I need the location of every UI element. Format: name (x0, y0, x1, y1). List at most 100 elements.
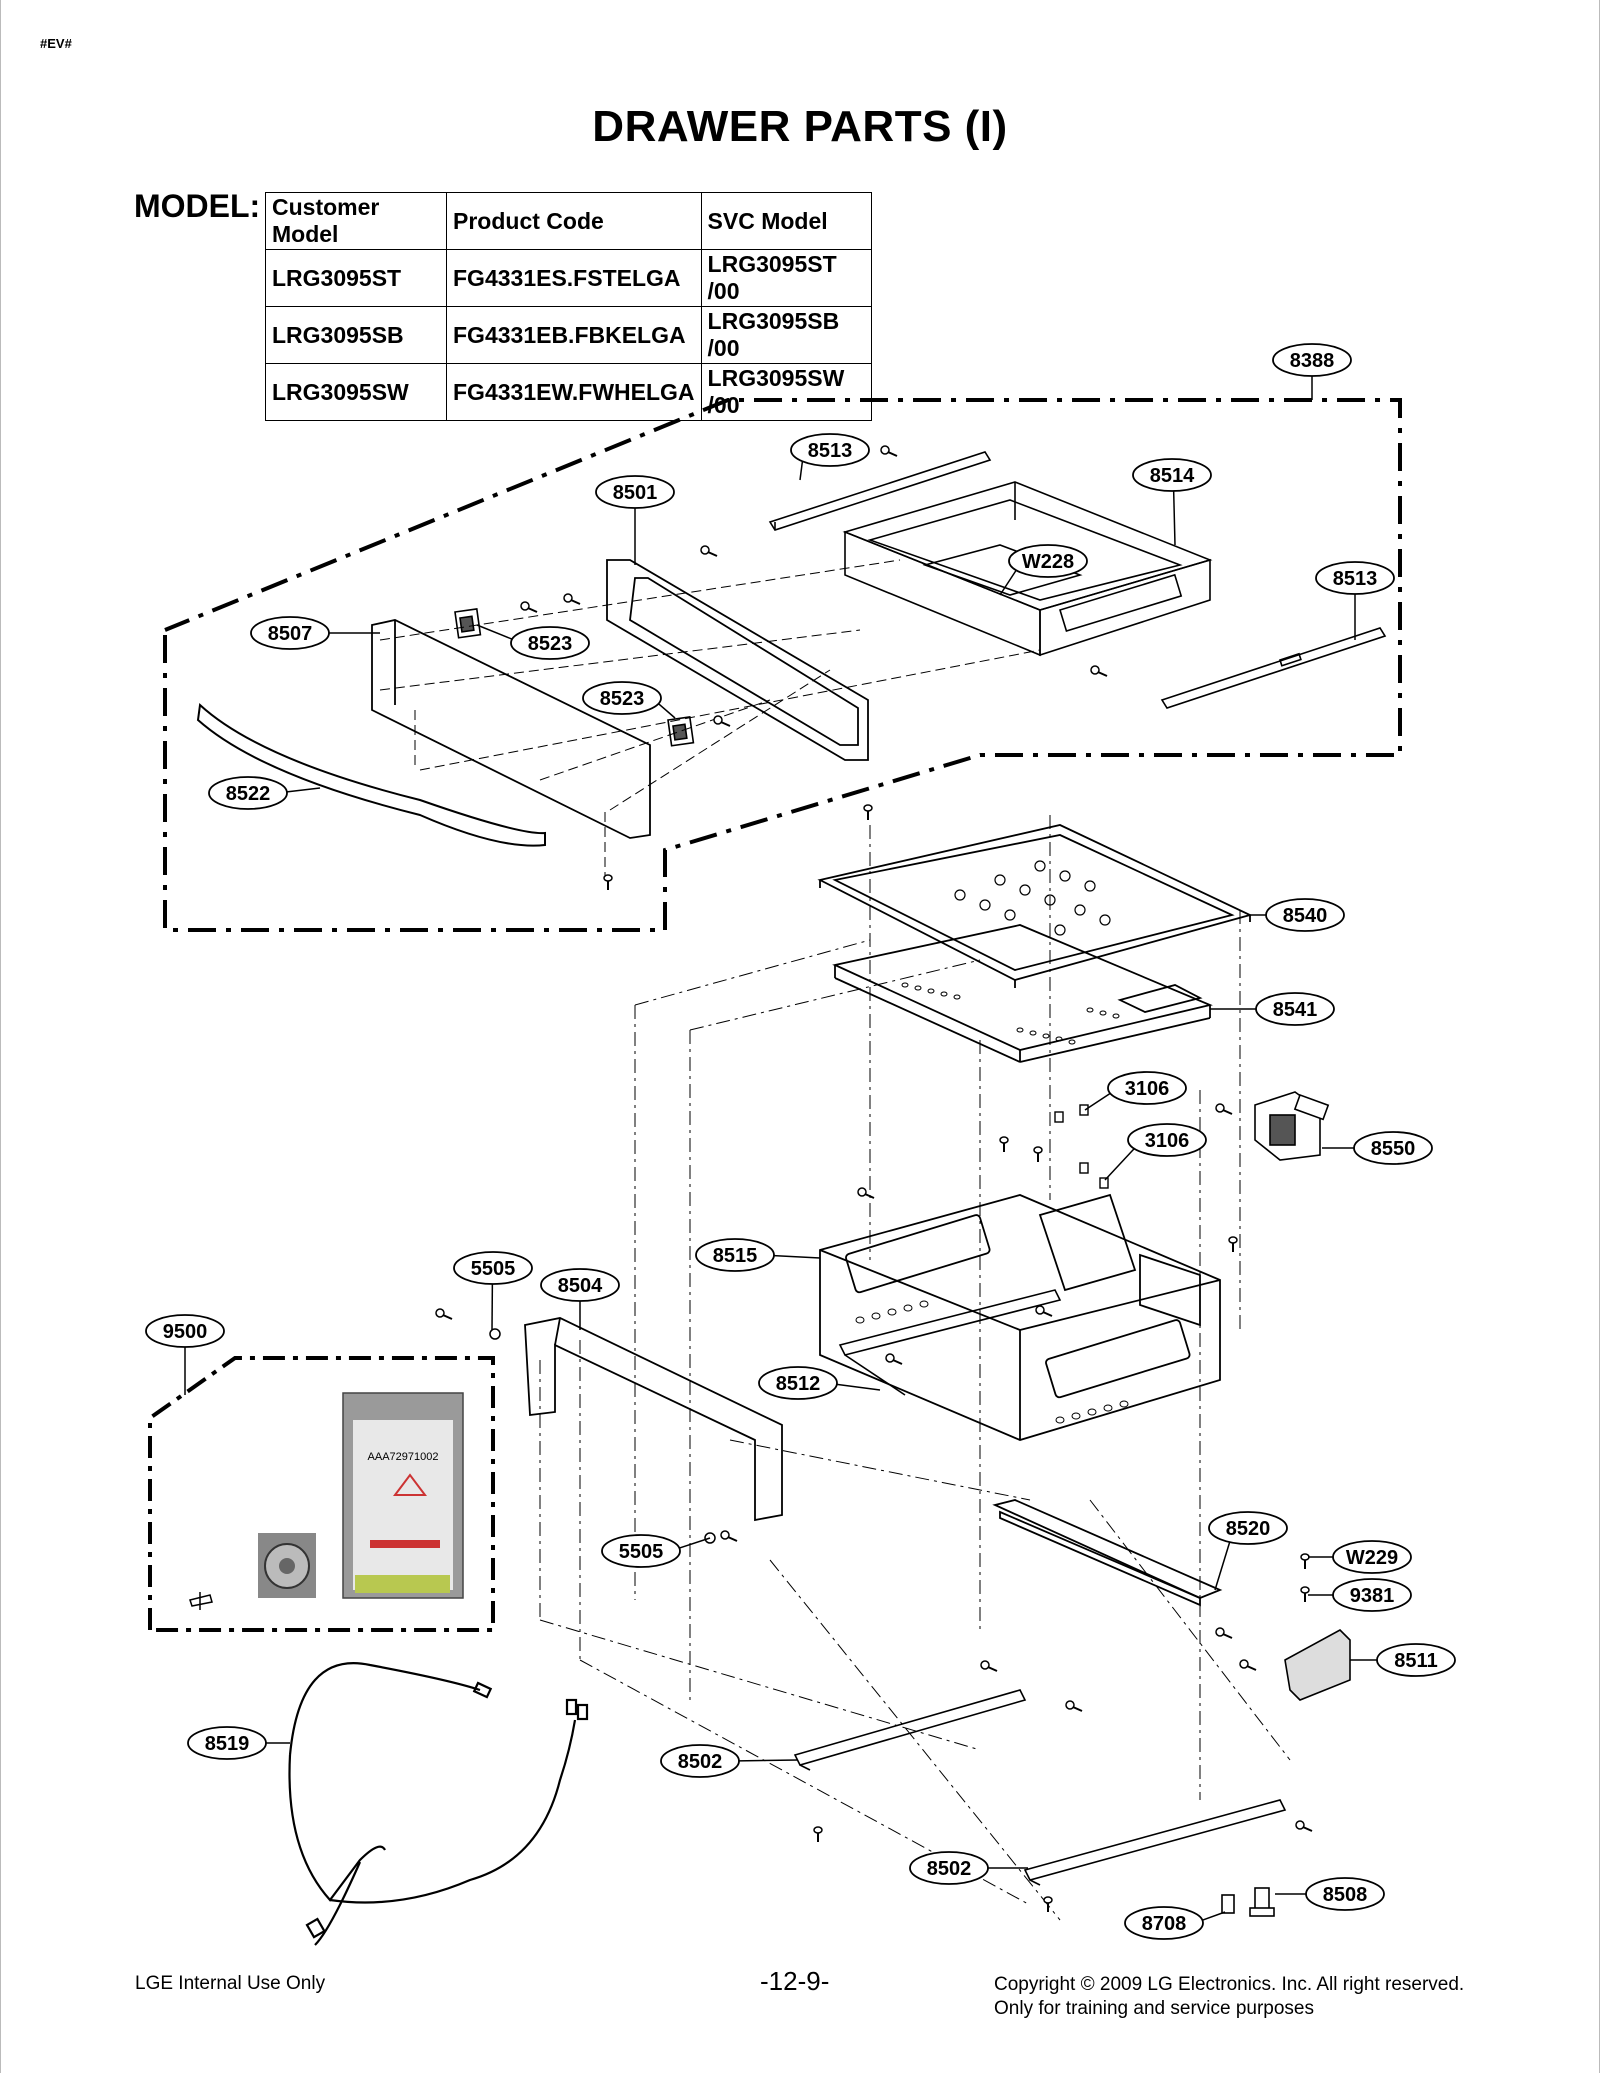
model-table: Customer Model Product Code SVC Model LR… (265, 192, 872, 421)
part-number-label: 8502 (927, 1858, 972, 1880)
callout-9381: 9381 (1308, 1578, 1412, 1612)
callout-oval (1305, 1877, 1385, 1911)
part-number-label: 9500 (163, 1321, 208, 1343)
part-number-label: 8512 (776, 1373, 821, 1395)
bracket-8511 (1284, 1629, 1351, 1701)
callout-3106a: 3106 (1084, 1071, 1187, 1111)
callout-leader-line (836, 1383, 881, 1391)
callout-leader-line (679, 1537, 711, 1549)
leveling-leg-8508 (1249, 1887, 1275, 1917)
drawer-handle (196, 702, 546, 847)
header-customer-model: Customer Model (265, 192, 447, 250)
callout-oval (758, 1366, 838, 1400)
callout-leader-line (1214, 1541, 1231, 1591)
callout-8502b: 8502 (909, 1851, 1028, 1885)
part-number-label: 3106 (1125, 1078, 1170, 1100)
callout-leader-line (1172, 490, 1176, 546)
header-product-code: Product Code (446, 192, 702, 250)
part-number-label: 8515 (713, 1245, 758, 1267)
training-note: Only for training and service purposes (994, 1998, 1314, 2019)
callout-oval (695, 1238, 775, 1272)
screws-lower (435, 804, 1313, 1913)
service-kit-boundary (148, 1356, 495, 1632)
part-number-label: W229 (1346, 1547, 1398, 1569)
callout-oval (540, 1268, 620, 1302)
callout-8507: 8507 (250, 616, 380, 650)
drawer-body (842, 481, 1213, 657)
leveling-foot-8708 (1221, 1894, 1235, 1914)
part-number-label: 8541 (1273, 999, 1318, 1021)
callout-oval (1353, 1131, 1433, 1165)
part-number-label: 8511 (1394, 1650, 1437, 1672)
callout-9500: 9500 (145, 1314, 225, 1395)
kit-part-label: AAA72971002 (368, 1451, 439, 1463)
doc-tag: #EV# (40, 36, 72, 51)
drawer-front-panel (371, 619, 651, 839)
callout-oval (1376, 1643, 1456, 1677)
callout-8388: 8388 (1272, 343, 1352, 400)
drawer-housing-8515 (819, 1193, 1221, 1441)
drawer-rail-right (1160, 627, 1387, 709)
callout-8523a: 8523 (476, 624, 590, 660)
service-kit-washer-photo (258, 1533, 316, 1598)
slide-8502-upper (793, 1689, 1027, 1771)
callout-3106b: 3106 (1104, 1123, 1207, 1181)
model-label: MODEL: (134, 188, 261, 224)
callout-8513a: 8513 (790, 433, 870, 481)
footer-internal-use: LGE Internal Use Only (135, 1973, 326, 1994)
callout-oval (1265, 898, 1345, 932)
callout-oval (582, 681, 662, 715)
table-row: LRG3095ST FG4331ES.FSTELGA LRG3095ST /00 (265, 249, 872, 307)
part-number-label: 8513 (808, 440, 853, 462)
callout-oval (1124, 1906, 1204, 1940)
callout-leader-line (773, 1254, 821, 1259)
wire-harness-8519 (288, 1662, 589, 1946)
service-kit-screw (189, 1592, 213, 1610)
part-number-label: 8540 (1283, 905, 1328, 927)
housing-louvers (855, 1300, 1129, 1424)
callout-8512: 8512 (758, 1366, 881, 1400)
drawer-rail-top (768, 451, 992, 531)
callout-oval (510, 626, 590, 660)
callout-8708: 8708 (1124, 1906, 1226, 1940)
svc-model-cell: LRG3095ST /00 (700, 249, 872, 307)
part-number-label: 8522 (226, 783, 271, 805)
part-number-label: W228 (1022, 551, 1074, 573)
customer-model-cell: LRG3095SW (265, 363, 447, 421)
assembly-guide-lines-upper (379, 559, 1041, 880)
callout-8502a: 8502 (660, 1744, 799, 1778)
table-row: LRG3095SB FG4331EB.FBKELGA LRG3095SB /00 (265, 306, 872, 364)
part-number-label: 8520 (1226, 1518, 1271, 1540)
callout-oval (187, 1726, 267, 1760)
part-number-label: 8519 (205, 1733, 250, 1755)
part-number-label: 8514 (1150, 465, 1195, 487)
inner-door-frame (606, 559, 869, 761)
callout-8550: 8550 (1322, 1131, 1433, 1165)
tray-holes (954, 860, 1111, 936)
part-number-label: 5505 (619, 1541, 664, 1563)
callout-leader-line (476, 624, 513, 640)
callout-oval (1127, 1123, 1207, 1157)
product-code-cell: FG4331EB.FBKELGA (446, 306, 702, 364)
top-tray-8540 (817, 824, 1253, 988)
page-title: DRAWER PARTS (I) (592, 102, 1008, 151)
callout-leader-line (657, 703, 676, 719)
model-table-header-row: Customer Model Product Code SVC Model (265, 192, 872, 250)
callout-8514: 8514 (1132, 458, 1212, 546)
sensor-3106-pair (1054, 1104, 1109, 1189)
svc-model-cell: LRG3095SW /00 (700, 363, 872, 421)
callout-oval (1008, 544, 1088, 578)
callout-oval (790, 433, 870, 467)
front-frame-8504 (524, 1317, 783, 1522)
callout-8515: 8515 (695, 1238, 821, 1272)
product-code-cell: FG4331ES.FSTELGA (446, 249, 702, 307)
callout-8540: 8540 (1250, 898, 1345, 932)
callout-8523b: 8523 (582, 681, 676, 719)
part-number-label: 8388 (1290, 350, 1335, 372)
callout-oval (1315, 561, 1395, 595)
part-number-label: 3106 (1145, 1130, 1190, 1152)
callout-8541: 8541 (1210, 992, 1335, 1026)
callout-8520: 8520 (1208, 1511, 1288, 1591)
part-number-label: 8513 (1333, 568, 1378, 590)
footer-page-number: -12-9- (760, 1966, 830, 1996)
